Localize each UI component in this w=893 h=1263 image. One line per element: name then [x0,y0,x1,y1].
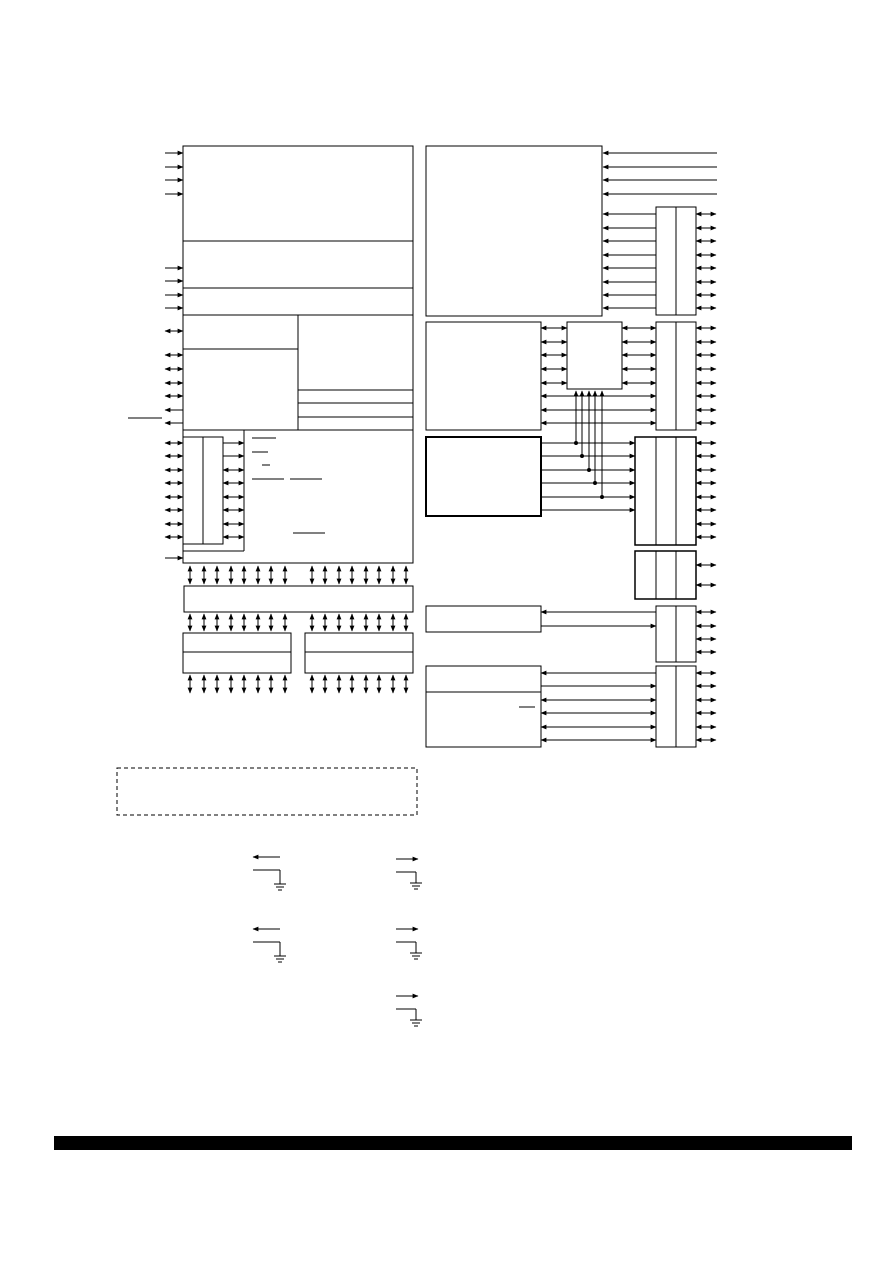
ground-symbol [410,1013,422,1027]
legend-box [116,767,418,816]
serial-block [425,436,542,517]
junction-dot [593,481,597,485]
junction-dots-layer [574,441,604,499]
junction-dot [587,468,591,472]
analog-block [425,665,542,748]
ground-symbol [274,877,286,891]
page-footer-bar [54,1136,852,1150]
latch-block-left [182,632,292,674]
port-register-p2 [634,436,697,546]
clock-block [425,605,542,633]
ground-symbol [410,876,422,890]
bus-buffer-block [183,585,414,613]
ground-symbol [410,946,422,960]
legend-layer [116,767,422,1027]
signal-lines-layer [128,150,717,743]
junction-dot [580,454,584,458]
junction-dot [574,441,578,445]
blocks-layer [182,145,697,748]
junction-dot [600,495,604,499]
memory-block [425,145,603,317]
ground-symbol [274,949,286,963]
port-register-p3 [634,550,697,600]
mux-block [566,321,623,390]
latch-block-right [304,632,414,674]
timer-block [425,321,542,431]
